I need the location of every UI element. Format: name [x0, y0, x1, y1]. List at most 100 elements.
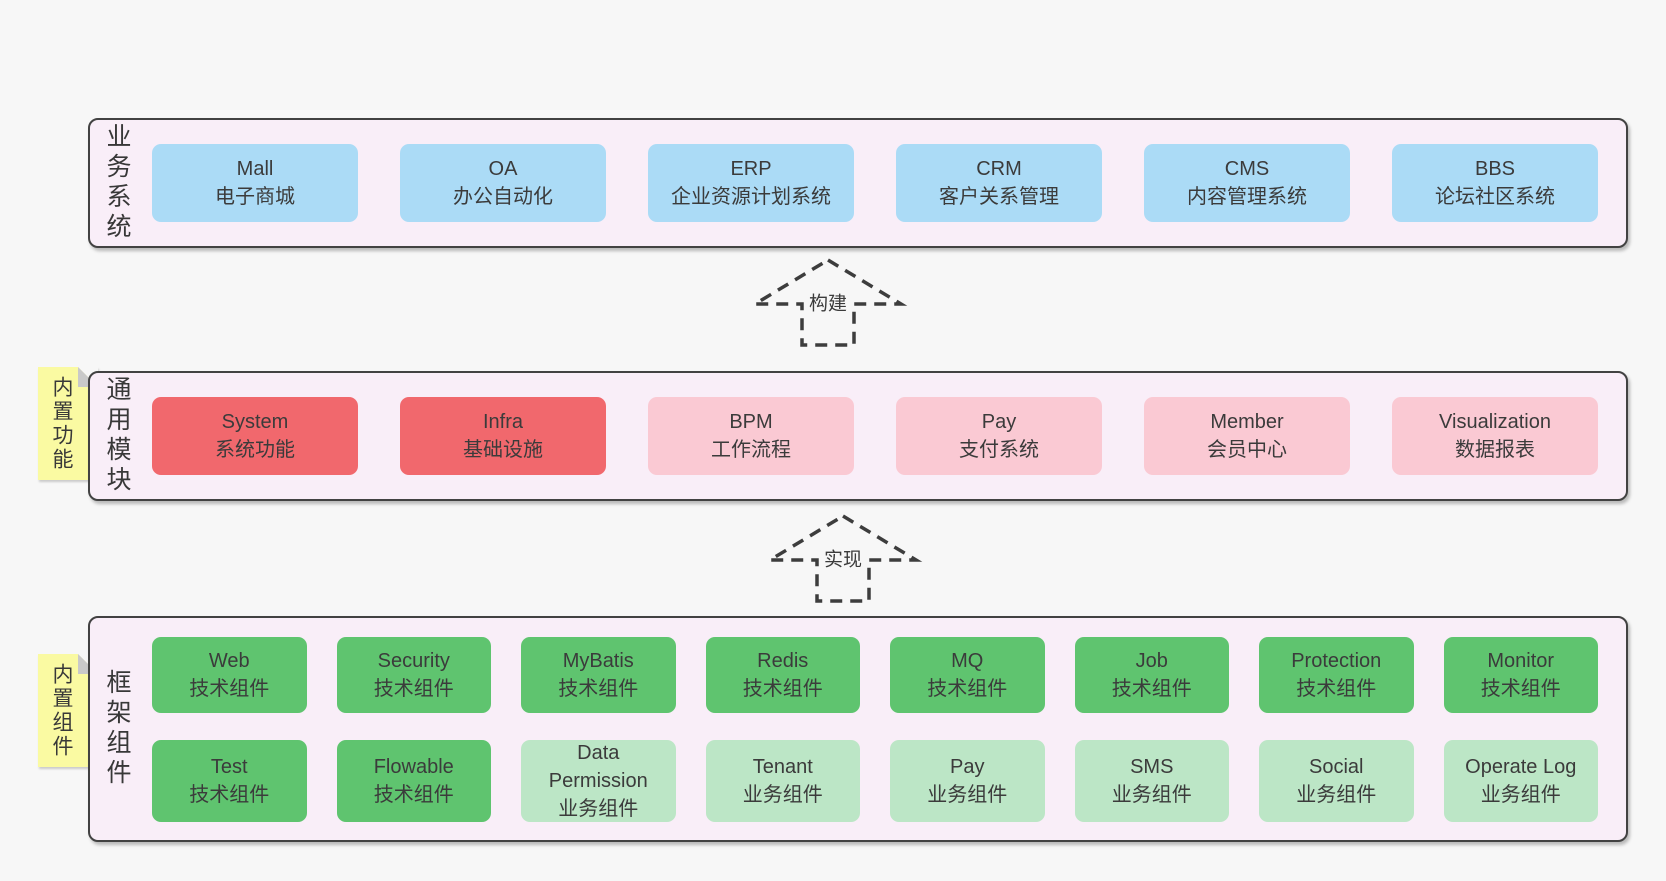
- box-subtitle: 技术组件: [1296, 677, 1377, 700]
- box-security: Security 技术组件: [336, 636, 491, 713]
- common-modules-panel: 通用模块 System 系统功能 Infra 基础设施 BPM 工作流程 Pay…: [88, 371, 1628, 501]
- up-arrow-icon: [763, 513, 923, 603]
- box-pay: Pay 支付系统: [896, 397, 1102, 475]
- box-title: SMS: [1130, 755, 1174, 778]
- box-pay-business: Pay 业务组件: [890, 739, 1045, 822]
- build-arrow-label: 构建: [803, 286, 853, 318]
- box-job: Job 技术组件: [1074, 636, 1229, 713]
- framework-components-row-2: Test 技术组件 Flowable 技术组件 Data Permission …: [152, 739, 1598, 822]
- box-subtitle: 业务组件: [927, 783, 1008, 806]
- box-mybatis: MyBatis 技术组件: [521, 636, 676, 713]
- box-mall: Mall 电子商城: [152, 144, 358, 222]
- box-subtitle: 企业资源计划系统: [671, 186, 831, 208]
- business-systems-row: Mall 电子商城 OA 办公自动化 ERP 企业资源计划系统 CRM 客户关系…: [152, 144, 1598, 222]
- business-systems-label: 业务系统: [103, 123, 131, 243]
- box-title: CRM: [976, 158, 1022, 180]
- box-social: Social 业务组件: [1259, 739, 1414, 822]
- box-oa: OA 办公自动化: [400, 144, 606, 222]
- box-subtitle: 技术组件: [373, 783, 454, 806]
- box-subtitle: 基础设施: [463, 439, 543, 461]
- box-visualization: Visualization 数据报表: [1392, 397, 1598, 475]
- box-title: Tenant: [752, 755, 813, 778]
- box-subtitle: 会员中心: [1207, 439, 1287, 461]
- box-monitor: Monitor 技术组件: [1443, 636, 1598, 713]
- box-title: Web: [208, 649, 250, 672]
- box-test: Test 技术组件: [152, 739, 307, 822]
- box-subtitle: 技术组件: [1111, 677, 1192, 700]
- common-modules-body: System 系统功能 Infra 基础设施 BPM 工作流程 Pay 支付系统…: [144, 373, 1626, 499]
- box-title: System: [221, 411, 289, 433]
- implement-arrow-label: 实现: [818, 542, 868, 574]
- box-title: Infra: [482, 411, 524, 433]
- box-cms: CMS 内容管理系统: [1144, 144, 1350, 222]
- box-title: BPM: [729, 411, 773, 433]
- box-subtitle: 数据报表: [1455, 439, 1535, 461]
- common-modules-row: System 系统功能 Infra 基础设施 BPM 工作流程 Pay 支付系统…: [152, 397, 1598, 475]
- box-title: OA: [488, 158, 518, 180]
- box-member: Member 会员中心: [1144, 397, 1350, 475]
- box-subtitle: 技术组件: [558, 677, 639, 700]
- box-subtitle: 内容管理系统: [1187, 186, 1307, 208]
- box-subtitle: 办公自动化: [453, 186, 553, 208]
- box-title: Pay: [981, 411, 1017, 433]
- box-title: MQ: [951, 649, 984, 672]
- box-title: MyBatis: [562, 649, 634, 672]
- box-title: Visualization: [1439, 411, 1551, 433]
- box-subtitle: 业务组件: [742, 783, 823, 806]
- box-sms: SMS 业务组件: [1074, 739, 1229, 822]
- framework-components-panel: 框架组件 Web 技术组件 Security 技术组件 MyBatis 技术组件…: [88, 616, 1628, 842]
- box-subtitle: 业务组件: [1296, 783, 1377, 806]
- box-subtitle: 业务组件: [1480, 783, 1561, 806]
- box-mq: MQ 技术组件: [890, 636, 1045, 713]
- box-title: Operate Log: [1465, 755, 1577, 778]
- box-subtitle: 技术组件: [189, 677, 270, 700]
- box-infra: Infra 基础设施: [400, 397, 606, 475]
- box-title: Redis: [757, 649, 809, 672]
- box-tenant: Tenant 业务组件: [705, 739, 860, 822]
- common-modules-label: 通用模块: [103, 376, 131, 496]
- box-title: Pay: [950, 755, 985, 778]
- box-subtitle: 系统功能: [215, 439, 295, 461]
- box-protection: Protection 技术组件: [1259, 636, 1414, 713]
- box-title: Test: [210, 755, 248, 778]
- box-subtitle: 技术组件: [373, 677, 454, 700]
- framework-components-row-1: Web 技术组件 Security 技术组件 MyBatis 技术组件 Redi…: [152, 636, 1598, 713]
- box-title: Job: [1135, 649, 1168, 672]
- box-redis: Redis 技术组件: [705, 636, 860, 713]
- box-system: System 系统功能: [152, 397, 358, 475]
- business-systems-panel: 业务系统 Mall 电子商城 OA 办公自动化 ERP 企业资源计划系统 CRM…: [88, 118, 1628, 248]
- box-flowable: Flowable 技术组件: [336, 739, 491, 822]
- box-operate-log: Operate Log 业务组件: [1443, 739, 1598, 822]
- box-title: Mall: [236, 158, 274, 180]
- framework-components-body: Web 技术组件 Security 技术组件 MyBatis 技术组件 Redi…: [144, 618, 1626, 840]
- box-title: ERP: [730, 158, 772, 180]
- box-subtitle: 业务组件: [558, 797, 639, 820]
- box-title: Member: [1210, 411, 1284, 433]
- box-subtitle: 支付系统: [959, 439, 1039, 461]
- framework-components-label: 框架组件: [103, 669, 131, 789]
- box-subtitle: 客户关系管理: [939, 186, 1059, 208]
- box-title: Social: [1309, 755, 1364, 778]
- box-web: Web 技术组件: [152, 636, 307, 713]
- box-bbs: BBS 论坛社区系统: [1392, 144, 1598, 222]
- box-title: BBS: [1474, 158, 1516, 180]
- box-title: Protection: [1291, 649, 1382, 672]
- box-bpm: BPM 工作流程: [648, 397, 854, 475]
- box-title: CMS: [1224, 158, 1270, 180]
- build-arrow: 构建: [743, 256, 913, 348]
- box-subtitle: 电子商城: [215, 186, 295, 208]
- box-subtitle: 论坛社区系统: [1435, 186, 1555, 208]
- box-title: Data Permission: [548, 741, 648, 792]
- box-subtitle: 技术组件: [927, 677, 1008, 700]
- box-title: Flowable: [373, 755, 454, 778]
- box-erp: ERP 企业资源计划系统: [648, 144, 854, 222]
- up-arrow-icon: [748, 257, 908, 347]
- box-subtitle: 业务组件: [1111, 783, 1192, 806]
- box-title: Monitor: [1487, 649, 1555, 672]
- box-subtitle: 技术组件: [189, 783, 270, 806]
- box-subtitle: 工作流程: [711, 439, 791, 461]
- box-crm: CRM 客户关系管理: [896, 144, 1102, 222]
- implement-arrow: 实现: [758, 512, 928, 604]
- business-systems-body: Mall 电子商城 OA 办公自动化 ERP 企业资源计划系统 CRM 客户关系…: [144, 120, 1626, 246]
- box-data-permission: Data Permission 业务组件: [521, 739, 676, 822]
